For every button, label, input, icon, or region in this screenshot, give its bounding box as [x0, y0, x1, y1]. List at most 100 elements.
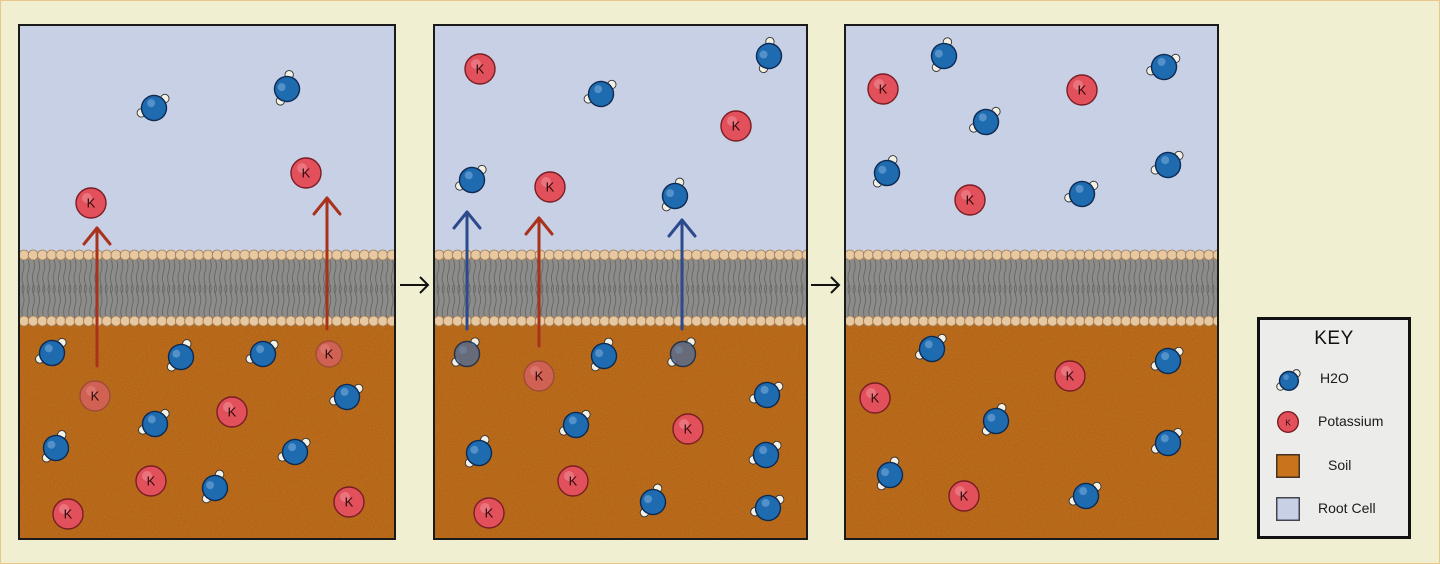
water-molecule: [273, 70, 301, 106]
potassium-ion: K: [464, 53, 496, 85]
potassium-ion: K: [1066, 74, 1098, 106]
water-molecule: [981, 403, 1010, 436]
svg-text:K: K: [569, 474, 578, 489]
cell-membrane: [846, 249, 1217, 327]
potassium-ion: K: [75, 187, 107, 219]
water-molecule: [876, 456, 904, 491]
svg-text:K: K: [345, 495, 354, 510]
cell-membrane: [20, 249, 394, 327]
panel-final-drawing: K K K K K K: [846, 26, 1217, 538]
water-molecule: [750, 494, 785, 522]
panel-transport-drawing: K K K K K K K: [435, 26, 806, 538]
panel-transport: K K K K K K K: [433, 24, 808, 540]
step-arrow-icon: [400, 276, 430, 294]
water-molecule: [755, 36, 783, 74]
root-cell-region: [20, 26, 394, 266]
water-molecule: [748, 440, 782, 469]
svg-text:K: K: [1078, 83, 1087, 98]
potassium-ion: K: [473, 497, 505, 529]
cell-membrane: [435, 249, 806, 327]
svg-text:K: K: [535, 369, 544, 384]
svg-text:K: K: [476, 62, 485, 77]
svg-text:K: K: [64, 507, 73, 522]
potassium-arrow-icon: [312, 196, 342, 331]
water-molecule: [136, 93, 170, 122]
water-molecule: [915, 333, 947, 363]
water-molecule: [667, 337, 697, 368]
water-molecule: [590, 337, 618, 372]
water-arrow-icon: [452, 210, 482, 331]
panel-initial-drawing: K K K K K K K K: [20, 26, 394, 538]
root-cell-region: [435, 26, 806, 266]
svg-text:K: K: [871, 391, 880, 406]
water-molecule: [583, 79, 617, 108]
svg-text:K: K: [546, 180, 555, 195]
water-molecule: [464, 435, 493, 468]
panel-initial: K K K K K K K K: [18, 24, 396, 540]
potassium-ion: K: [954, 184, 986, 216]
potassium-ion: K: [867, 73, 899, 105]
svg-text:K: K: [732, 119, 741, 134]
water-molecule: [166, 339, 195, 372]
svg-text:K: K: [684, 422, 693, 437]
water-molecule: [1068, 481, 1102, 510]
water-molecule: [245, 339, 279, 368]
svg-text:K: K: [302, 166, 311, 181]
water-molecule: [277, 437, 311, 466]
legend-label-potassium: Potassium: [1318, 413, 1384, 429]
legend-item-potassium: K Potassium: [1260, 403, 1408, 439]
potassium-ion: K: [52, 498, 84, 530]
water-molecule: [930, 37, 958, 72]
legend-label-soil: Soil: [1328, 457, 1352, 473]
water-molecule: [329, 383, 364, 411]
root-cell-swatch-icon: [1276, 497, 1300, 521]
water-molecule: [559, 409, 591, 439]
svg-text:K: K: [966, 193, 975, 208]
svg-text:K: K: [91, 389, 100, 404]
svg-text:K: K: [228, 405, 237, 420]
svg-text:K: K: [960, 489, 969, 504]
potassium-ion: K: [672, 413, 704, 445]
water-molecule: [661, 177, 689, 212]
step-arrow-icon: [811, 276, 841, 294]
water-molecule: [1146, 53, 1181, 81]
water-molecule: [201, 469, 229, 504]
legend-item-root-cell: Root Cell: [1260, 490, 1408, 526]
water-molecule: [1151, 427, 1183, 457]
water-molecule: [138, 408, 170, 438]
legend-label-root-cell: Root Cell: [1318, 500, 1376, 516]
legend-key: KEY H2O K Potassium Soil Root Cell: [1257, 317, 1411, 539]
svg-text:K: K: [1285, 417, 1291, 427]
potassium-ion: K: [859, 382, 891, 414]
potassium-ion: K: [315, 340, 343, 368]
legend-item-soil: Soil: [1260, 447, 1408, 483]
potassium-ion: K: [135, 465, 167, 497]
potassium-ion: K: [290, 157, 322, 189]
svg-text:K: K: [485, 506, 494, 521]
water-arrow-icon: [667, 218, 697, 331]
water-molecule: [639, 483, 667, 518]
potassium-ion: K: [79, 380, 111, 412]
legend-item-water: H2O: [1260, 360, 1408, 396]
potassium-arrow-icon: [524, 216, 554, 348]
potassium-ion: K: [333, 486, 365, 518]
water-molecule: [451, 337, 481, 368]
panel-final: K K K K K K: [844, 24, 1219, 540]
legend-title: KEY: [1314, 328, 1354, 349]
svg-text:K: K: [147, 474, 156, 489]
water-molecule: [749, 381, 784, 409]
potassium-ion: K: [534, 171, 566, 203]
legend-label-water: H2O: [1320, 370, 1349, 386]
water-molecule: [1150, 150, 1184, 179]
svg-text:K: K: [1066, 369, 1075, 384]
potassium-ion: K: [216, 396, 248, 428]
water-molecule: [35, 337, 67, 367]
svg-text:K: K: [87, 196, 96, 211]
water-molecule: [41, 430, 70, 463]
potassium-ion: K: [523, 360, 555, 392]
potassium-arrow-icon: [82, 226, 112, 368]
potassium-ion-icon: K: [1276, 410, 1300, 434]
water-molecule: [969, 106, 1001, 136]
soil-swatch-icon: [1276, 454, 1300, 478]
potassium-ion: K: [557, 465, 589, 497]
